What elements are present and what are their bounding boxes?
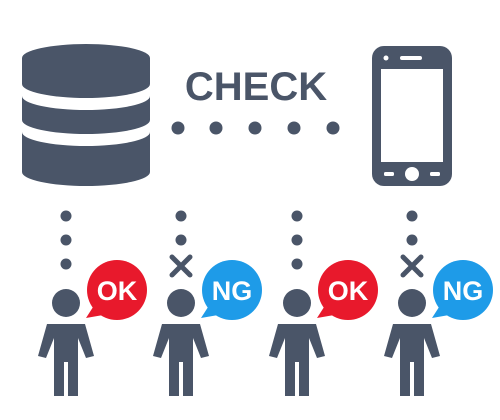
ok-badge: OK [317, 260, 378, 320]
users-row: OK NG OK NG [38, 210, 493, 396]
person-icon [38, 289, 94, 396]
user-1: OK [38, 210, 147, 396]
status-label: OK [97, 276, 138, 306]
user-2: NG [153, 210, 262, 396]
status-label: NG [212, 276, 253, 306]
cross-icon [400, 254, 424, 278]
person-icon [153, 289, 209, 396]
vertical-connector [406, 210, 418, 246]
horizontal-connector [171, 121, 340, 135]
user-3: OK [269, 210, 378, 396]
database-icon [22, 44, 150, 186]
vertical-connector [175, 210, 187, 246]
person-icon [269, 289, 325, 396]
status-label: NG [443, 276, 484, 306]
ng-badge: NG [432, 260, 493, 320]
ng-badge: NG [201, 260, 262, 320]
status-label: OK [328, 276, 369, 306]
vertical-connector [291, 210, 303, 270]
check-label: CHECK [185, 65, 327, 109]
vertical-connector [60, 210, 72, 270]
cross-icon [169, 254, 193, 278]
ok-badge: OK [86, 260, 147, 320]
person-icon [384, 289, 440, 396]
user-4: NG [384, 210, 493, 396]
smartphone-icon [372, 46, 452, 186]
